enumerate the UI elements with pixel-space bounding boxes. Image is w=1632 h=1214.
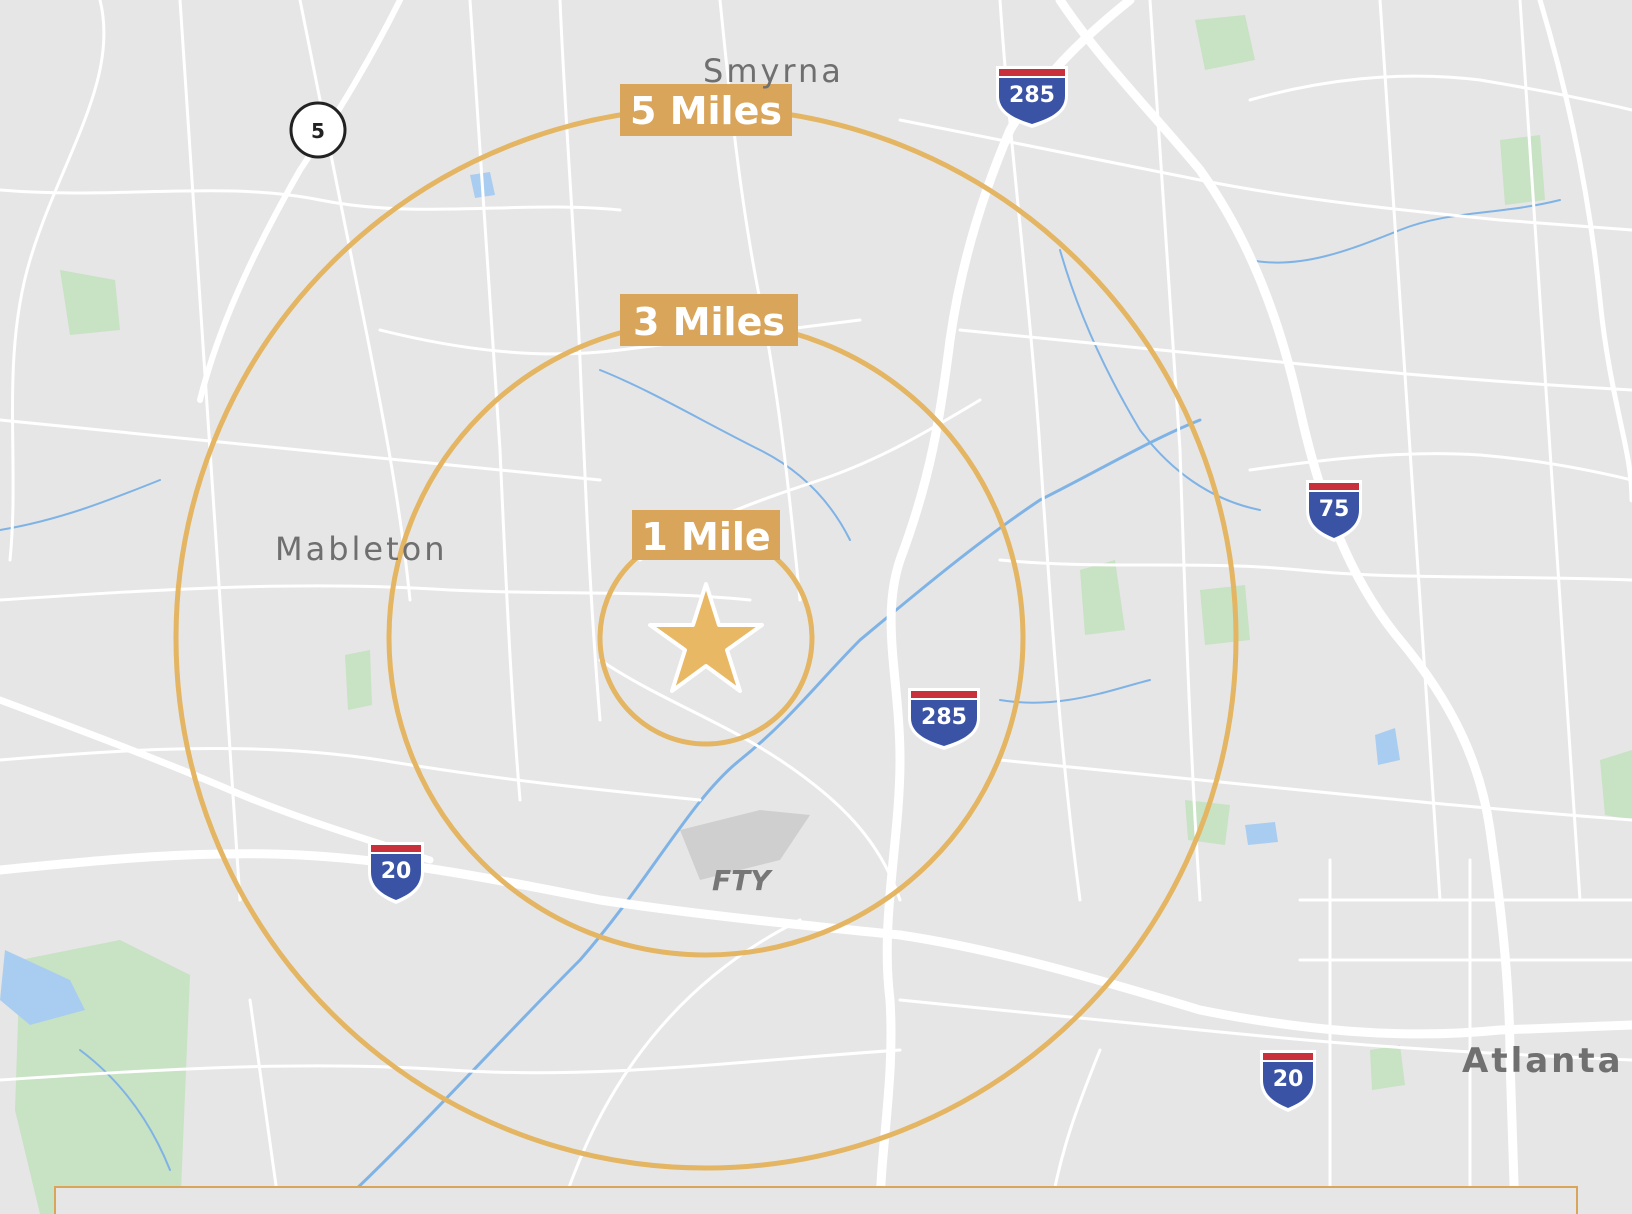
rivers-layer	[0, 199, 1561, 1214]
shield-top	[911, 691, 977, 698]
ring-label-background	[620, 294, 798, 346]
creek	[0, 479, 161, 531]
place-label-smyrna: Smyrna	[703, 52, 844, 90]
creek	[999, 679, 1151, 704]
route-shield-circle	[289, 101, 347, 159]
highway-west	[0, 696, 434, 864]
shield-top	[371, 845, 421, 852]
route-shield-number: 5	[311, 119, 325, 143]
park-area	[1080, 560, 1125, 635]
chattahoochee-river	[328, 418, 1202, 1214]
airport-area	[680, 810, 810, 880]
state-route-5-shield: 5	[289, 101, 347, 159]
water-bodies-layer	[0, 172, 1400, 1025]
creek	[599, 369, 851, 541]
creek	[1059, 249, 1261, 511]
shield-body	[1263, 1062, 1313, 1108]
interstate-shield-75: 75	[1306, 480, 1362, 542]
park-area	[60, 270, 120, 335]
park-area	[1200, 585, 1250, 645]
shield-body	[1309, 492, 1359, 538]
ring-label-background	[632, 510, 780, 560]
airport-label-fty: FTY	[712, 864, 773, 897]
shield-number: 75	[1319, 497, 1350, 522]
ring-label-background	[620, 84, 792, 136]
ring-label-5-miles: 5 Miles	[620, 84, 792, 136]
info-box-frame	[54, 1186, 1578, 1214]
park-area	[1500, 135, 1545, 205]
shield-body	[911, 700, 977, 746]
i20-highway	[0, 849, 1632, 1039]
shield-top	[999, 69, 1065, 76]
state-route-5	[197, 0, 403, 403]
shield-top	[1309, 483, 1359, 490]
ring-label-1-mile: 1 Mile	[632, 510, 780, 560]
interstate-shield-285-center: 285	[908, 688, 980, 750]
shield-number: 285	[1009, 83, 1055, 108]
ring-label-text: 5 Miles	[630, 89, 782, 133]
shield-number: 20	[381, 859, 412, 884]
shield-number: 285	[921, 705, 967, 730]
interstate-shield-285-north: 285	[996, 66, 1068, 128]
interstate-shield-20-east: 20	[1260, 1050, 1316, 1112]
shield-number: 20	[1273, 1067, 1304, 1092]
i285-highway	[875, 0, 1135, 1214]
ring-label-text: 3 Miles	[633, 300, 785, 344]
highway-east	[1537, 0, 1632, 503]
shield-body	[371, 854, 421, 900]
creek	[1249, 199, 1561, 264]
shield-top	[1263, 1053, 1313, 1060]
creek	[79, 1049, 171, 1171]
ring-label-3-miles: 3 Miles	[620, 294, 798, 346]
interstate-shield-20-west: 20	[368, 842, 424, 904]
park-area	[1600, 750, 1632, 820]
lake	[0, 950, 85, 1025]
lake	[1375, 728, 1400, 765]
place-label-mableton: Mableton	[275, 530, 448, 568]
star-icon[interactable]	[648, 582, 764, 693]
shield-body	[999, 78, 1065, 124]
park-area	[1370, 1045, 1405, 1090]
lake	[1245, 822, 1278, 845]
park-area	[1195, 15, 1255, 70]
ring-label-text: 1 Mile	[641, 515, 770, 559]
place-label-atlanta: Atlanta	[1462, 1041, 1624, 1081]
park-area	[345, 650, 372, 710]
